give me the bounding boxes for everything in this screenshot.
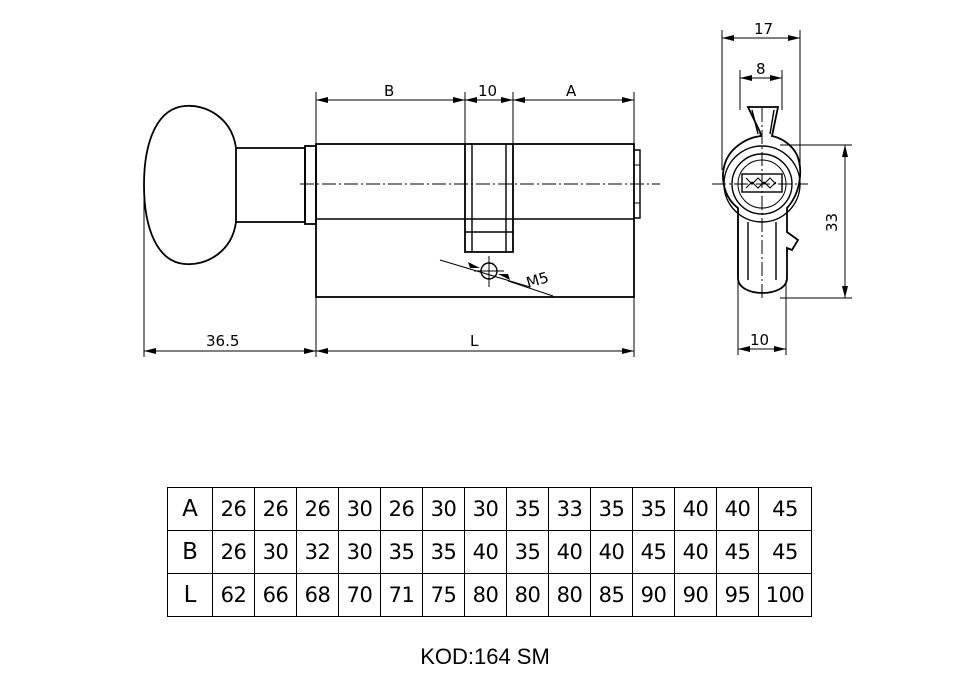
label-8: 8 xyxy=(756,60,766,78)
table-cell: 30 xyxy=(422,487,465,531)
table-cell: 35 xyxy=(506,530,549,574)
table-cell: 26 xyxy=(380,487,423,531)
table-cell: 90 xyxy=(632,573,675,617)
table-cell: 45 xyxy=(758,487,812,531)
row-label: B xyxy=(167,530,213,574)
label-a: A xyxy=(566,82,577,100)
table-cell: 71 xyxy=(380,573,423,617)
label-17: 17 xyxy=(754,20,773,38)
table-cell: 80 xyxy=(506,573,549,617)
label-10-top: 10 xyxy=(478,82,497,100)
label-10-bottom: 10 xyxy=(750,331,769,349)
cam-slot xyxy=(464,144,514,253)
product-code: KOD:164 SM xyxy=(420,644,550,669)
table-cell: 45 xyxy=(758,530,812,574)
table-cell: 35 xyxy=(380,530,423,574)
table-cell: 100 xyxy=(758,573,812,617)
knob-collar xyxy=(304,145,317,225)
table-cell: 90 xyxy=(674,573,717,617)
table-cell: 35 xyxy=(506,487,549,531)
table-cell: 32 xyxy=(296,530,339,574)
table-cell: 35 xyxy=(422,530,465,574)
table-cell: 62 xyxy=(212,573,255,617)
table-cell: 26 xyxy=(212,487,255,531)
cylinder-body xyxy=(315,143,635,298)
end-profile xyxy=(722,106,801,294)
table-cell: 35 xyxy=(632,487,675,531)
table-cell: 40 xyxy=(674,530,717,574)
end-view: 17 8 33 10 xyxy=(712,20,852,355)
table-cell: 45 xyxy=(632,530,675,574)
thumb-knob xyxy=(143,105,237,265)
table-cell: 40 xyxy=(716,487,759,531)
table-cell: 26 xyxy=(212,530,255,574)
label-m5: M5 xyxy=(524,268,551,292)
table-cell: 35 xyxy=(590,487,633,531)
knob-shaft xyxy=(236,147,306,223)
table-cell: 30 xyxy=(464,487,507,531)
table-cell: 68 xyxy=(296,573,339,617)
label-knob-length: 36.5 xyxy=(206,332,239,350)
table-cell: 26 xyxy=(296,487,339,531)
label-33: 33 xyxy=(823,213,841,232)
table-cell: 40 xyxy=(548,530,591,574)
table-cell: 40 xyxy=(464,530,507,574)
row-label: A xyxy=(167,487,213,531)
table-cell: 70 xyxy=(338,573,381,617)
table-cell: 30 xyxy=(338,530,381,574)
table-cell: 40 xyxy=(590,530,633,574)
side-view: M5 B 10 A 36.5 L xyxy=(143,82,660,357)
table-cell: 85 xyxy=(590,573,633,617)
table-cell: 30 xyxy=(338,487,381,531)
table-cell: 45 xyxy=(716,530,759,574)
label-b: B xyxy=(384,82,394,100)
table-cell: 40 xyxy=(674,487,717,531)
table-cell: 33 xyxy=(548,487,591,531)
label-l: L xyxy=(470,332,479,350)
table-cell: 80 xyxy=(464,573,507,617)
table-cell: 30 xyxy=(254,530,297,574)
table-cell: 26 xyxy=(254,487,297,531)
table-cell: 95 xyxy=(716,573,759,617)
table-cell: 75 xyxy=(422,573,465,617)
table-cell: 66 xyxy=(254,573,297,617)
row-label: L xyxy=(167,573,213,617)
table-cell: 80 xyxy=(548,573,591,617)
